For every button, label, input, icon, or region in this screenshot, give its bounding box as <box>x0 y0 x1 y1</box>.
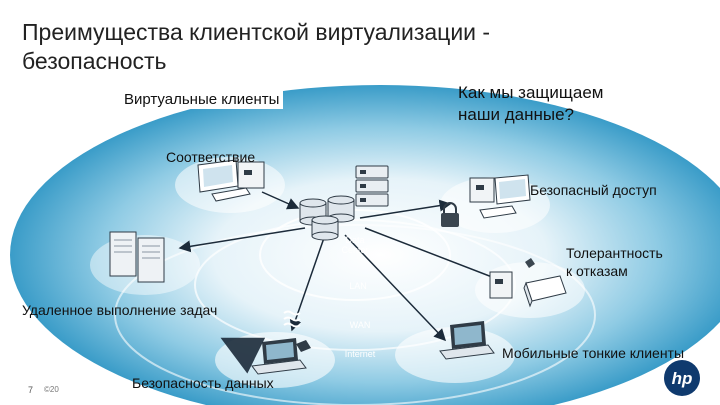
arrow-fault <box>364 227 507 284</box>
svg-text:hp: hp <box>672 369 693 388</box>
network-ring-wan <box>114 224 596 405</box>
hand-key-icon <box>296 340 311 352</box>
arrow-remote <box>178 227 306 253</box>
tower-servers-icon <box>109 231 165 283</box>
laptop-mobile-icon <box>439 321 495 360</box>
copyright-text: ©20 <box>44 385 59 394</box>
label-lan: LAN <box>349 281 367 291</box>
label-mobile-thin-clients: Мобильные тонкие клиенты <box>502 345 685 361</box>
label-data-security: Безопасность данных <box>132 375 274 391</box>
page-title: Преимущества клиентской виртуализации - … <box>22 19 491 74</box>
label-wan: WAN <box>350 320 371 330</box>
fault-tolerant-pc-icon <box>489 271 567 308</box>
label-data: Data <box>345 235 364 245</box>
storage-cylinders-icon <box>299 195 355 241</box>
page-number: 7 <box>28 385 34 395</box>
label-secure-access: Безопасный доступ <box>530 182 657 198</box>
arrow-mobile <box>344 234 447 342</box>
label-remote-execution: Удаленное выполнение задач <box>22 302 218 318</box>
lock-icon <box>441 202 459 227</box>
server-stack-icon <box>355 165 389 207</box>
desktop-pc-icon <box>197 159 265 202</box>
label-virtual-clients: Виртуальные клиенты <box>120 90 284 109</box>
laptop-data-security-icon <box>251 338 307 375</box>
wireless-signal-icon <box>283 310 301 328</box>
network-ellipse <box>10 85 720 405</box>
label-fault-tolerance-1: Толерантность <box>566 245 663 261</box>
hand-icon <box>525 258 535 268</box>
arrow-secure <box>359 199 452 219</box>
curved-arrow-icon <box>220 337 266 374</box>
label-fault-tolerance-2: к отказам <box>566 263 628 279</box>
label-center: Center <box>341 245 368 255</box>
network-ring-datacenter <box>259 209 451 301</box>
hp-logo-icon: hp <box>664 360 700 396</box>
label-internet: Internet <box>345 349 376 359</box>
label-compliance: Соответствие <box>166 149 256 165</box>
arrow-compliance <box>261 191 300 210</box>
secure-pc-icon <box>469 174 531 219</box>
subtitle-question: Как мы защищаем наши данные? <box>458 83 604 124</box>
